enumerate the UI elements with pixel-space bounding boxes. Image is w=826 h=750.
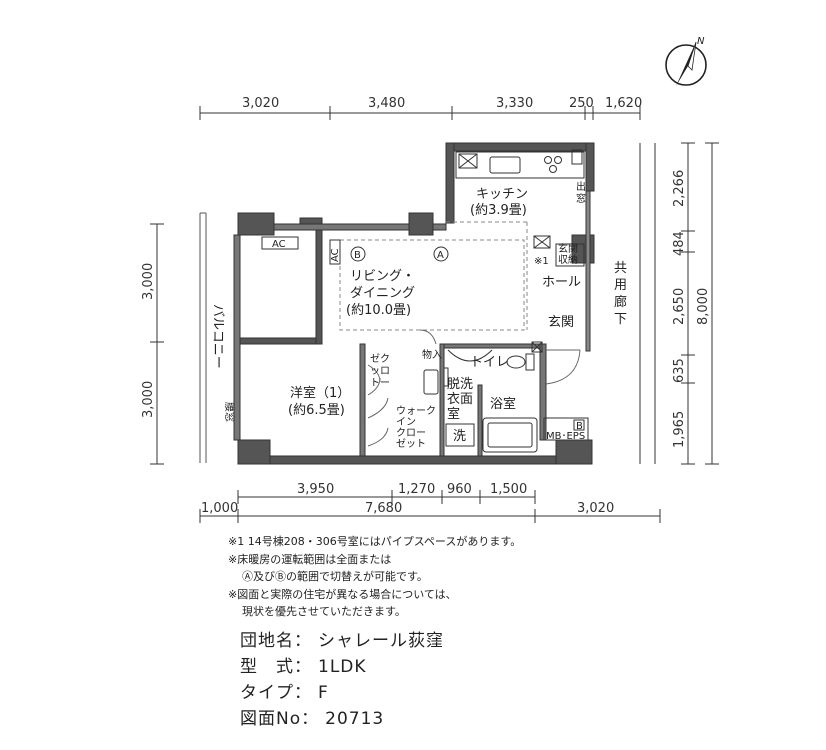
north-label: N: [697, 36, 705, 47]
left-dimensions: [150, 223, 164, 465]
dim-bottom-2: 1,270: [398, 482, 435, 497]
note-1: ※1 14号棟208・306号室にはパイプスペースがあります。: [228, 535, 522, 548]
closet-1: ゼク: [370, 353, 390, 365]
info-estate-value: シャレール荻窪: [318, 631, 444, 651]
note-2: ※床暖房の運転範囲は全面または: [228, 553, 392, 566]
waist-window: 腰窓: [223, 402, 236, 422]
b-mark: B: [576, 421, 583, 432]
dim-left-2: 3,000: [141, 381, 156, 418]
dim-right-5: 1,965: [672, 411, 687, 448]
dim-right-3: 2,650: [672, 288, 687, 325]
laundry-label: 洗: [453, 429, 466, 444]
living-label-2: ダイニング: [350, 286, 415, 301]
ac-units: [261, 236, 341, 265]
bathtub: [482, 417, 538, 453]
info-estate: 団地名： シャレール荻窪: [240, 630, 444, 652]
kitchen-top-marks: [571, 149, 583, 165]
compass-icon: N: [665, 36, 707, 86]
info-plan-type: タイプ： F: [240, 682, 329, 704]
living-label-1: リビング・: [350, 269, 415, 284]
info-plan-type-value: F: [318, 683, 329, 703]
dim-bottom-3: 960: [447, 482, 472, 497]
info-type: 型 式： 1LDK: [240, 656, 367, 678]
ac-small-label: AC: [330, 248, 341, 262]
zone-b-label: B: [354, 250, 361, 261]
info-drawing-no-value: 20713: [325, 709, 385, 729]
common-corridor-3: 廊: [614, 294, 627, 310]
walkin-2: イン: [396, 417, 416, 428]
ac-label: AC: [272, 239, 286, 250]
dim-bottom-4: 1,500: [490, 482, 527, 497]
walkin-1: ウォーク: [396, 405, 436, 417]
dim-bottom-5: 1,000: [201, 501, 238, 516]
walkin-3: クロー: [396, 427, 426, 439]
top-dimensions: [199, 106, 641, 120]
balcony: [199, 212, 207, 463]
western-area: (約6.5畳): [288, 403, 345, 418]
zone-markers: [350, 246, 449, 262]
wash-3: 室: [447, 406, 460, 422]
shoe-cabinet: [531, 235, 585, 353]
dim-bottom-6: 7,680: [365, 501, 402, 516]
dim-top-3: 3,330: [496, 96, 533, 111]
kitchen-window-2: 窓: [576, 192, 586, 205]
hall-label: ホール: [542, 275, 581, 290]
note-4: ※図面と実際の住宅が異なる場合については、: [228, 588, 457, 601]
wash-2: 衣面: [447, 391, 473, 407]
wash-1: 脱洗: [447, 377, 473, 392]
dim-left-1: 3,000: [141, 263, 156, 300]
note-3: Ⓐ及びⒷの範囲で切替えが可能です。: [242, 570, 428, 583]
bottom-dimensions: [199, 490, 661, 523]
note-5: 現状を優先させていただきます。: [242, 605, 406, 618]
mb-eps-label: MB･EPS: [546, 431, 585, 442]
info-type-label: 型 式：: [240, 657, 312, 677]
walkin-4: ゼット: [396, 438, 426, 450]
pipe-mark: ※1: [534, 256, 549, 267]
kitchen-label: キッチン: [476, 187, 528, 202]
info-plan-type-label: タイプ：: [240, 683, 312, 703]
dim-top-1: 3,020: [242, 96, 279, 111]
dim-top-2: 3,480: [368, 96, 405, 111]
right-dimensions: [639, 142, 719, 465]
info-drawing-no-label: 図面No：: [240, 709, 320, 729]
floor-heating-zone: [339, 221, 528, 331]
closet-2: ッロ: [370, 366, 390, 377]
kitchen-counter: [455, 151, 585, 179]
common-corridor-2: 用: [614, 278, 627, 293]
vanity: [423, 367, 475, 447]
storage-label: 物入: [422, 348, 442, 361]
common-corridor-1: 共: [614, 261, 627, 276]
living-area: (約10.0畳): [346, 303, 411, 318]
dim-top-5: 1,620: [605, 96, 642, 111]
info-type-value: 1LDK: [318, 657, 367, 677]
common-corridor-4: 下: [614, 312, 627, 327]
entrance-label: 玄関: [548, 315, 574, 330]
floor-plan: N 3,020 3,480 3,330 250 1,620 3,950 1,27…: [141, 36, 719, 523]
closet-3: トー: [370, 378, 390, 389]
shoe-1: 玄関: [558, 242, 578, 255]
dim-bottom-1: 3,950: [297, 482, 334, 497]
entrance-door: [419, 329, 581, 385]
zone-a-label: A: [437, 250, 444, 261]
dim-right-total: 8,000: [696, 288, 711, 325]
western-label: 洋室（1）: [290, 385, 350, 401]
info-drawing-no: 図面No：20713: [240, 708, 384, 730]
shoe-2: 収納: [558, 253, 578, 266]
dim-right-1: 2,266: [672, 170, 687, 207]
bath-label: 浴室: [490, 396, 516, 412]
closet-doors: [367, 364, 389, 447]
info-estate-label: 団地名：: [240, 631, 312, 651]
kitchen-area: (約3.9畳): [470, 203, 527, 218]
dim-right-4: 635: [672, 358, 687, 383]
balcony-label: バルコニー: [210, 304, 225, 369]
toilet-label: トイレ: [470, 355, 509, 370]
mb-eps: [543, 417, 589, 441]
dim-bottom-7: 3,020: [577, 501, 614, 516]
kitchen-window-1: 出: [576, 180, 586, 193]
dim-right-2: 484: [672, 231, 687, 256]
walls: [233, 142, 595, 465]
dim-top-4: 250: [569, 96, 594, 111]
toilet-fixture: [447, 349, 535, 371]
